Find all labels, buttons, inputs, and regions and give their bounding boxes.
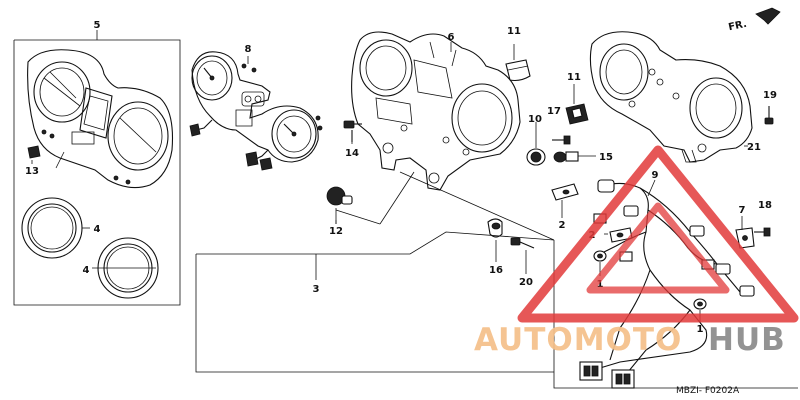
callout-11-lower: 11	[567, 72, 581, 83]
callout-13: 13	[25, 166, 39, 177]
part-13-clip	[27, 145, 41, 159]
callout-2-upper: 2	[559, 220, 566, 231]
callout-19: 19	[763, 90, 777, 101]
callout-8: 8	[245, 44, 252, 55]
part-10-grommet	[526, 122, 546, 166]
watermark: AUTOMOTO HUB	[474, 145, 799, 358]
callout-1-left: 1	[597, 279, 604, 290]
callout-16: 16	[489, 265, 503, 276]
part-6-meter-case	[351, 31, 521, 191]
watermark-text-right: HUB	[708, 322, 786, 358]
front-direction-indicator: FR.	[727, 7, 781, 34]
part-11-cap-right	[565, 103, 589, 125]
callout-3: 3	[313, 284, 320, 295]
callout-20: 20	[519, 277, 533, 288]
callout-15: 15	[599, 152, 613, 163]
part-16-grommet	[487, 218, 503, 238]
callout-7: 7	[739, 205, 746, 216]
part-8-gauge-assembly	[189, 51, 323, 171]
meter-cover-upper	[27, 49, 174, 189]
direction-label: FR.	[727, 19, 747, 34]
callout-4-upper: 4	[94, 224, 101, 235]
callout-11-upper: 11	[507, 26, 521, 37]
callout-10: 10	[528, 114, 542, 125]
part-1-bulb-right	[693, 298, 707, 310]
part-9-group-frame	[399, 171, 798, 389]
part-4-ring-upper	[21, 197, 83, 259]
part-7-bracket	[735, 227, 755, 249]
part-11-cap-left	[505, 59, 531, 82]
part-14-screw	[343, 120, 362, 142]
callout-14: 14	[345, 148, 359, 159]
part-21-rear-case	[589, 31, 753, 163]
part-2-washer-lower	[609, 227, 633, 243]
part-20-screw	[510, 237, 535, 249]
callout-21: 21	[747, 142, 761, 153]
part-19-screw	[764, 106, 774, 125]
watermark-triangle-icon	[517, 145, 799, 323]
callout-9: 9	[652, 170, 659, 181]
part-2-washer-upper	[551, 183, 579, 201]
part-1-bulb-left	[593, 250, 607, 262]
watermark-text-left: AUTOMOTO	[474, 322, 682, 358]
part-18-screw	[754, 227, 771, 237]
leader-lines	[31, 30, 748, 322]
part-3-assembly-frame	[195, 231, 555, 373]
part-5-group-frame	[13, 39, 181, 306]
callout-4-lower: 4	[83, 265, 90, 276]
callout-6: 6	[448, 32, 455, 43]
callout-17: 17	[547, 106, 561, 117]
watermark-triangle-inner-icon	[586, 202, 730, 294]
callout-18: 18	[758, 200, 772, 211]
drawing-code: MBZI- F0202A	[676, 386, 740, 396]
part-12-bulb-socket	[326, 186, 353, 224]
callout-5: 5	[94, 20, 101, 31]
part-17-screw	[552, 135, 571, 145]
callout-12: 12	[329, 226, 343, 237]
callout-1-right: 1	[697, 324, 704, 335]
part-15-grommet	[553, 151, 596, 163]
